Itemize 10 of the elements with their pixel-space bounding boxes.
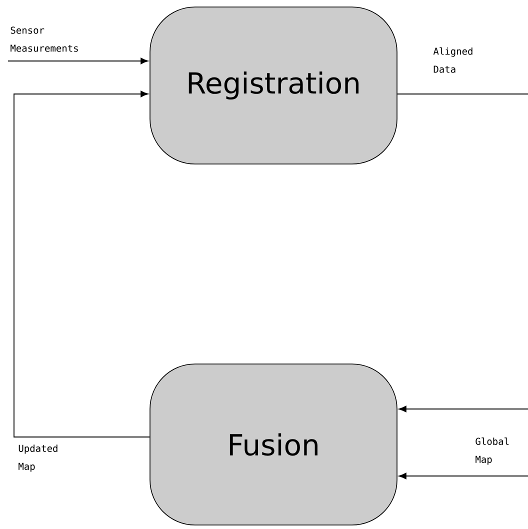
process-box: Fusion	[150, 364, 398, 526]
arrow	[14, 90, 150, 438]
edge-label: Global Map	[476, 438, 509, 465]
edge-label: Sensor Measurements	[10, 26, 78, 52]
process-box: Registration	[150, 6, 398, 164]
arrow	[8, 58, 148, 64]
edge-label: Updated Map	[18, 444, 58, 472]
arrow	[398, 406, 528, 412]
edge-label: Aligned Data	[433, 47, 472, 73]
arrow	[398, 472, 528, 480]
